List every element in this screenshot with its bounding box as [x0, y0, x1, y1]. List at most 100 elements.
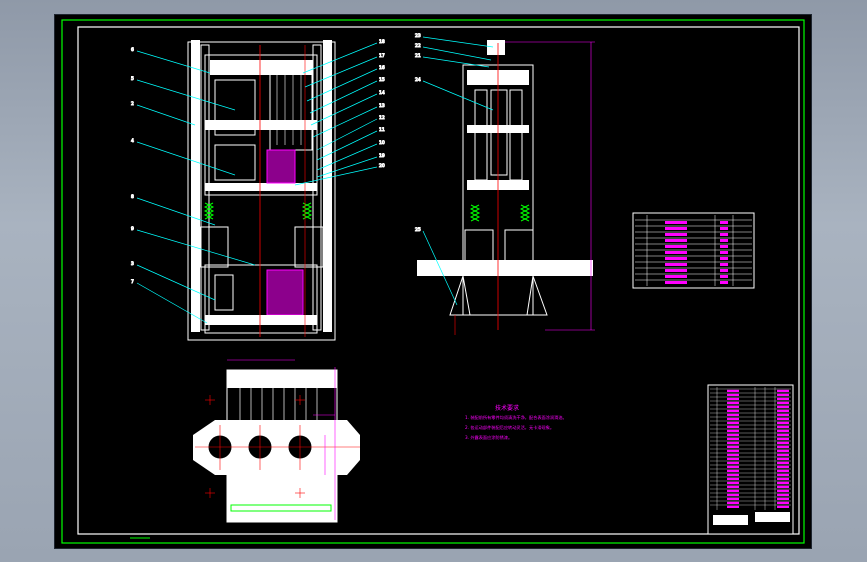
lower-plate	[205, 183, 317, 191]
balloon-10: 10	[379, 140, 385, 146]
upper-left-cavity	[214, 79, 256, 136]
title-block-row-note	[777, 453, 789, 456]
title-block-row-text	[727, 497, 739, 500]
balloon-4: 4	[131, 138, 134, 144]
notes-line-3: 3. 外露表面应涂防锈漆。	[465, 434, 512, 441]
right-column	[323, 40, 332, 332]
balloon-11: 11	[379, 127, 385, 133]
title-block-row-text	[727, 485, 739, 488]
title-block-row-text	[727, 397, 739, 400]
title-block-row-note	[777, 449, 789, 452]
title-block	[707, 384, 794, 535]
balloon-16: 16	[379, 65, 385, 71]
balloon-14: 14	[379, 90, 385, 96]
balloon-2: 2	[131, 101, 134, 107]
front-outline-box	[187, 41, 336, 341]
front-right-leaders	[294, 42, 378, 186]
title-block-row-note	[777, 401, 789, 404]
title-block-number-cell	[755, 512, 790, 522]
title-block-rows	[710, 387, 791, 510]
title-block-row-text	[727, 457, 739, 460]
top-lower-plate	[227, 475, 337, 522]
balloon-8: 8	[131, 194, 134, 200]
title-block-row-text	[727, 417, 739, 420]
title-block-row-text	[727, 413, 739, 416]
title-block-row-note	[777, 393, 789, 396]
title-block-row-text	[727, 433, 739, 436]
title-block-row-text	[727, 505, 739, 508]
balloon-6: 6	[131, 47, 134, 53]
lower-left-cavity	[214, 274, 234, 311]
title-block-row-note	[777, 489, 789, 492]
title-block-row-note	[777, 481, 789, 484]
side-piston	[490, 89, 508, 176]
lower-housing	[204, 264, 318, 334]
upper-right-detail	[276, 75, 302, 145]
parts-row-text	[665, 263, 687, 266]
title-block-row-note	[777, 417, 789, 420]
title-block-row-text	[727, 405, 739, 408]
title-block-row-note	[777, 501, 789, 504]
mid-left-cavity	[214, 144, 256, 181]
balloon-15: 15	[379, 77, 385, 83]
lower-left-block	[199, 226, 229, 268]
title-block-row-text	[727, 421, 739, 424]
title-block-row-note	[777, 421, 789, 424]
parts-row-qty	[720, 239, 728, 242]
title-block-row-note	[777, 445, 789, 448]
top-header-bar	[227, 370, 337, 388]
bottom-plate	[205, 315, 317, 325]
title-block-row-text	[727, 409, 739, 412]
title-block-row-note	[777, 465, 789, 468]
side-right-slot	[509, 89, 523, 181]
parts-row-text	[665, 257, 687, 260]
title-block-row-note	[777, 397, 789, 400]
parts-row-text	[665, 239, 687, 242]
notes-line-1: 1. 装配前所有零件均须清洗干净，配合表面涂润滑油。	[465, 414, 567, 421]
balloon-25: 25	[415, 227, 421, 233]
side-base-beam	[417, 260, 593, 276]
notes-line-2: 2. 各运动部件装配后应转动灵活，无卡滞现象。	[465, 424, 554, 431]
side-leaders	[422, 36, 494, 306]
title-block-name-cell	[713, 515, 748, 525]
title-block-row-text	[727, 453, 739, 456]
top-view	[193, 359, 360, 523]
top-green-slot	[230, 504, 332, 512]
title-block-row-note	[777, 433, 789, 436]
title-block-row-text	[727, 425, 739, 428]
title-block-row-note	[777, 497, 789, 500]
balloon-5: 5	[131, 76, 134, 82]
parts-row-qty	[720, 251, 728, 254]
parts-row-text	[665, 245, 687, 248]
parts-row-text	[665, 281, 687, 284]
side-lower-right	[504, 229, 534, 266]
title-block-row-text	[727, 393, 739, 396]
title-block-row-text	[727, 441, 739, 444]
top-dimensions	[227, 359, 336, 520]
lower-right-block	[294, 226, 324, 268]
title-block-row-text	[727, 389, 739, 392]
parts-table	[632, 212, 755, 289]
title-block-row-note	[777, 409, 789, 412]
parts-row-qty	[720, 227, 728, 230]
title-block-row-note	[777, 429, 789, 432]
balloon-9: 9	[131, 226, 134, 232]
side-dimension	[505, 41, 595, 331]
parts-row-text	[665, 233, 687, 236]
parts-row-qty	[720, 245, 728, 248]
parts-row-qty	[720, 269, 728, 272]
side-lower-left	[464, 229, 494, 266]
title-block-row-note	[777, 437, 789, 440]
title-block-row-text	[727, 445, 739, 448]
title-block-row-text	[727, 469, 739, 472]
top-centerlines	[195, 395, 360, 498]
title-block-row-text	[727, 449, 739, 452]
title-block-row-text	[727, 437, 739, 440]
title-block-row-note	[777, 505, 789, 508]
